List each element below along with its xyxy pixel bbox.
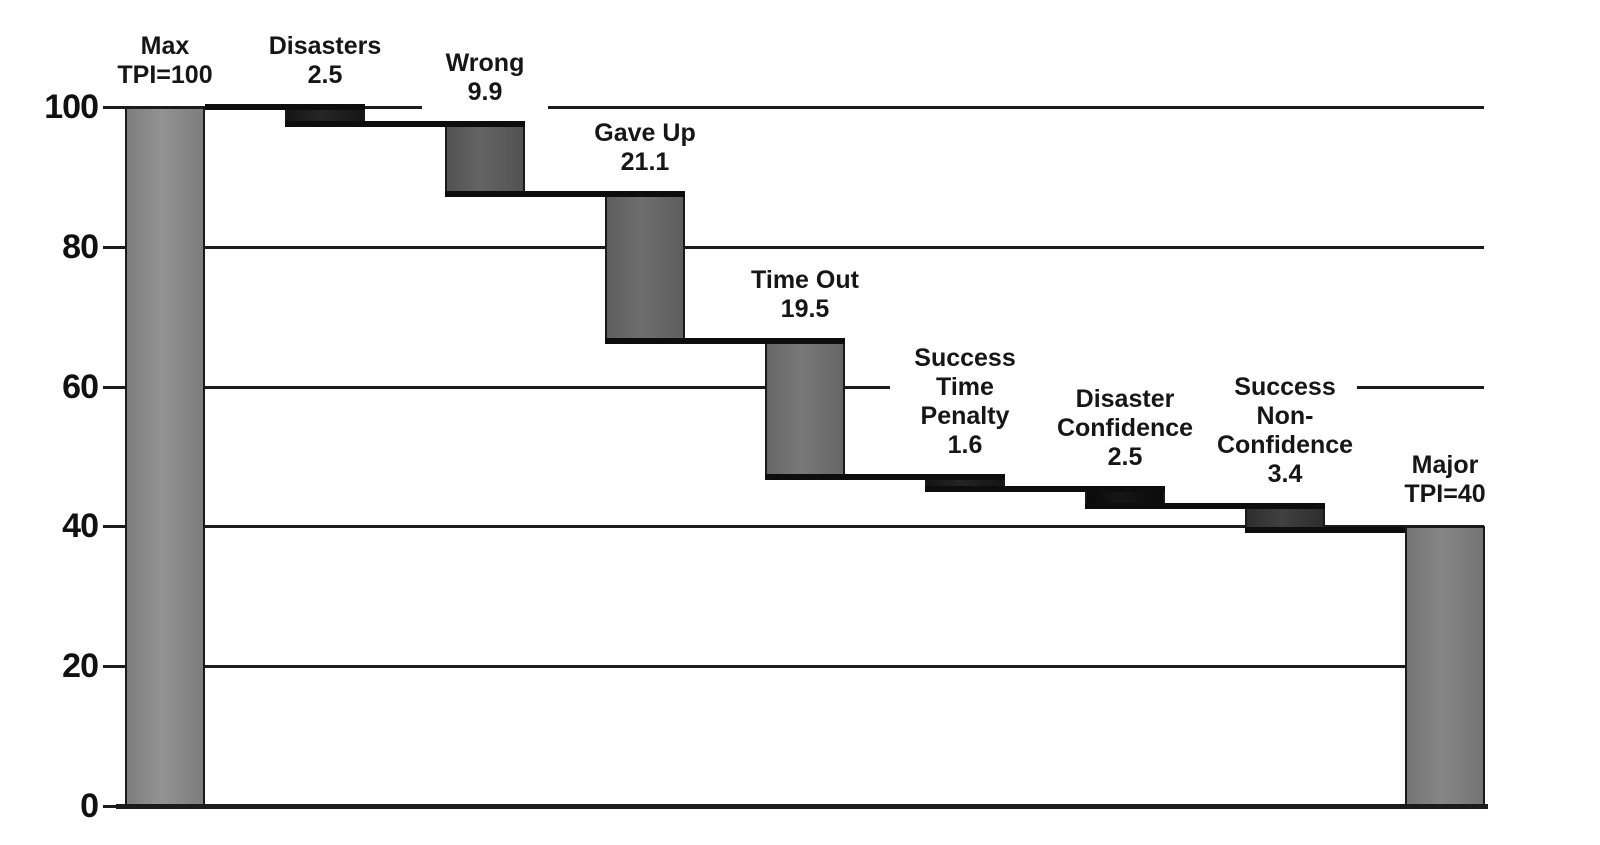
y-axis-tick-100 <box>103 106 121 109</box>
bar-label-line: TPI=100 <box>117 61 213 89</box>
bar-label-line: Success <box>914 344 1016 373</box>
bar-label-line: Time Out <box>751 266 859 295</box>
y-axis-tick-40 <box>103 525 121 529</box>
gridline-100-seg1 <box>548 106 1484 109</box>
bar-label-line: 21.1 <box>620 147 670 176</box>
connector-level-97.5 <box>285 121 525 128</box>
connector-level-45.4 <box>925 485 1165 492</box>
y-axis-label-100: 100 <box>44 88 99 126</box>
bar-label-line: Penalty <box>920 402 1010 431</box>
bar-label-line: Confidence <box>1056 413 1194 442</box>
bar-label-line: Wrong <box>445 49 525 78</box>
connector-level-42.9 <box>1085 503 1325 510</box>
gridline-0 <box>116 804 1488 809</box>
gridline-80 <box>120 245 1484 249</box>
y-axis-tick-20 <box>103 665 121 669</box>
connector-level-39.5 <box>1245 526 1405 533</box>
gridline-20 <box>120 665 1484 669</box>
bar-label-line: Gave Up <box>594 118 696 147</box>
y-axis-label-20: 20 <box>62 647 99 686</box>
connector-level-66.5 <box>605 338 845 345</box>
y-axis-label-0: 0 <box>80 787 99 825</box>
gridline-60 <box>120 385 890 389</box>
bar-label-line: 2.5 <box>1107 442 1143 471</box>
y-axis-label-40: 40 <box>62 507 99 546</box>
gridline-60-seg1 <box>1348 385 1484 389</box>
y-axis-tick-80 <box>103 245 121 249</box>
bar-max <box>125 107 205 806</box>
bar-time-out <box>765 341 845 478</box>
bar-gave-up <box>605 193 685 342</box>
bar-label-line: Disasters <box>268 32 382 60</box>
y-axis-tick-60 <box>103 385 121 389</box>
bar-label-line: Non- <box>1256 402 1314 431</box>
bar-label-line: Time <box>936 373 994 402</box>
bar-label-line: 2.5 <box>307 61 343 89</box>
y-axis-label-80: 80 <box>62 227 99 266</box>
bar-label-line: Success <box>1234 373 1336 402</box>
bar-label-line: Confidence <box>1216 431 1354 460</box>
bar-major <box>1405 526 1485 806</box>
connector-level-47 <box>765 474 1005 481</box>
bar-label-line: 3.4 <box>1267 460 1303 489</box>
y-axis-label-60: 60 <box>62 367 99 406</box>
bar-wrong <box>445 124 525 194</box>
bar-label-line: TPI=40 <box>1404 480 1486 509</box>
bar-label-line: 1.6 <box>947 431 983 460</box>
bar-label-line: Disaster <box>1075 384 1175 413</box>
connector-level-87.6 <box>445 190 685 197</box>
bar-label-line: Major <box>1411 451 1479 480</box>
y-axis-tick-0 <box>103 805 121 808</box>
bar-label-line: 9.9 <box>467 78 503 107</box>
bar-label-line: Max <box>140 32 190 60</box>
bar-label-line: 19.5 <box>780 295 830 324</box>
gridline-40 <box>120 525 1484 529</box>
connector-level-100 <box>205 104 365 110</box>
